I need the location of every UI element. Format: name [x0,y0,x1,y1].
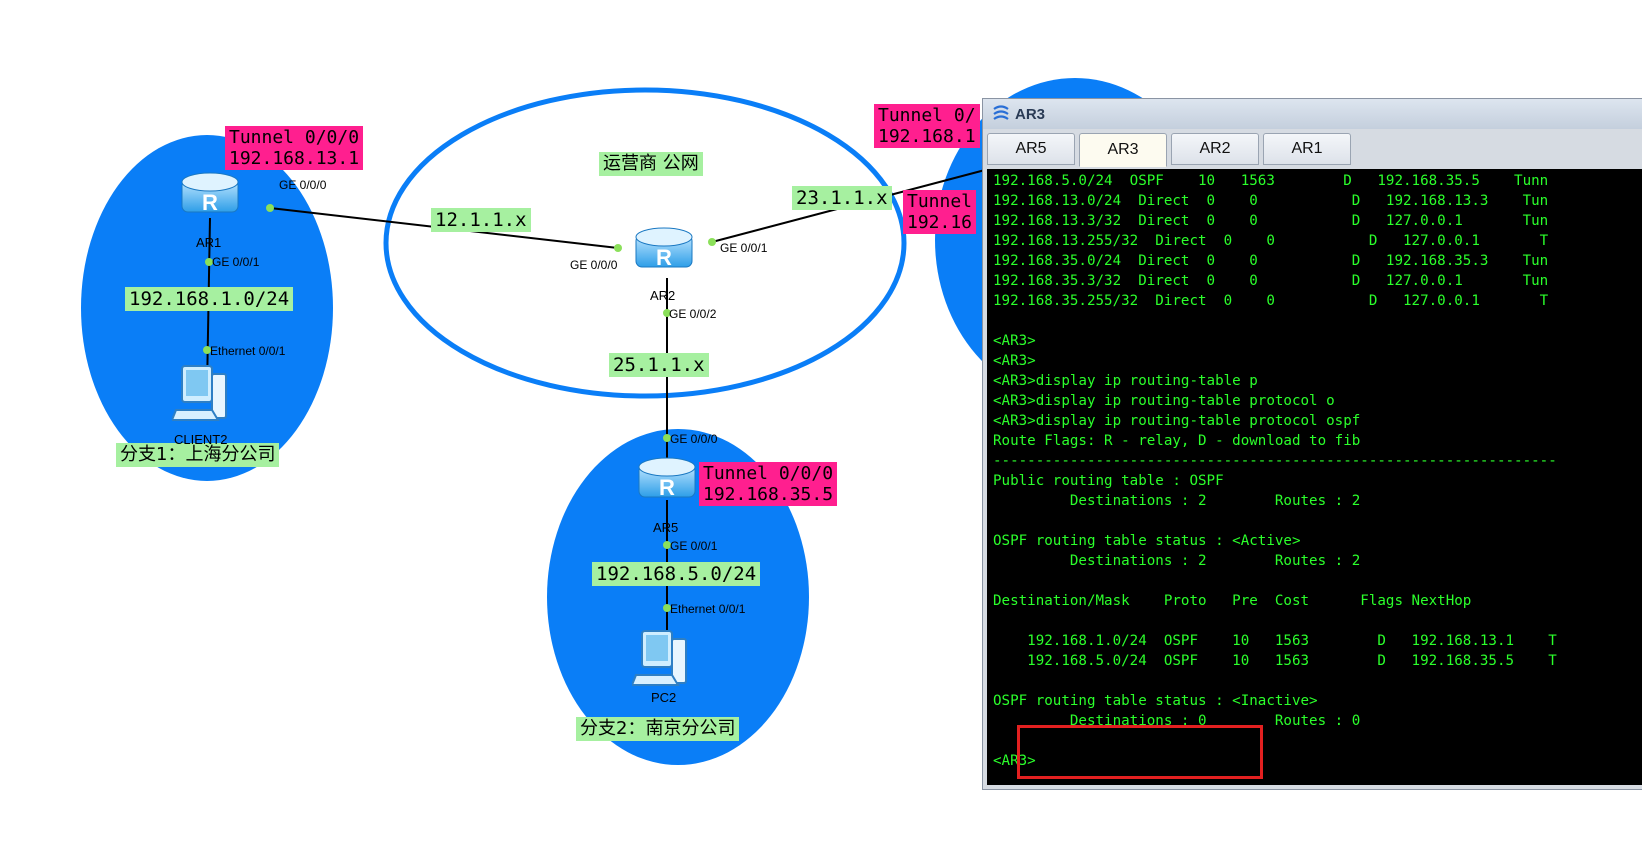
link-ar1-ar2-label: 12.1.1.x [431,208,531,232]
device-tab-bar: AR5 AR3 AR2 AR1 [987,133,1642,167]
ar5-name: AR5 [653,520,679,535]
window-title-bar[interactable]: AR3 [983,99,1642,129]
svg-text:R: R [659,475,675,500]
ar2-ge002-label: GE 0/0/2 [669,307,717,321]
router-ar5-icon[interactable]: R [637,455,697,505]
pc-pc2-icon[interactable] [632,625,692,695]
ar3-console-window[interactable]: AR3 AR5 AR3 AR2 AR1 192.168.5.0/24 OSPF … [982,98,1642,790]
client2-name: CLIENT2 [174,432,228,447]
isp-cloud-label: 运营商 公网 [599,152,703,176]
port-dots [203,204,716,612]
terminal-output[interactable]: 192.168.5.0/24 OSPF 10 1563 D 192.168.35… [987,169,1642,785]
tab-ar3[interactable]: AR3 [1079,133,1167,167]
client2-eth-label: Ethernet 0/0/1 [210,344,286,358]
router-ar1-icon[interactable]: R [180,170,240,220]
ospf-routes-highlight-box [1017,725,1263,779]
pc-client2-icon[interactable] [172,360,232,430]
ar1-lan-label: 192.168.1.0/24 [125,287,294,311]
ar5-ge000-label: GE 0/0/0 [670,432,718,446]
ar2-ge001-label: GE 0/0/1 [720,241,768,255]
ar5-ge001-label: GE 0/0/1 [670,539,718,553]
app-icon [993,105,1009,120]
branch2-label: 分支2：南京分公司 [576,717,740,741]
ar3-tunnel-label-b: Tunnel 192.16 [903,190,977,234]
tab-ar1[interactable]: AR1 [1263,133,1351,165]
ar5-lan-label: 192.168.5.0/24 [592,562,761,586]
ar1-ge001-label: GE 0/0/1 [212,255,260,269]
svg-text:R: R [656,245,672,270]
branch2-site-area [547,429,809,765]
link-ar2-ar5-label: 25.1.1.x [609,353,709,377]
ar3-tunnel-label-a: Tunnel 0/ 192.168.1 [874,104,980,148]
pc2-eth-label: Ethernet 0/0/1 [670,602,746,616]
router-ar2-icon[interactable]: R [634,225,694,275]
ar2-ge000-label: GE 0/0/0 [570,258,618,272]
tab-ar2[interactable]: AR2 [1171,133,1259,165]
window-title: AR3 [1015,105,1046,123]
link-ar2-ar3-label: 23.1.1.x [792,186,892,210]
tab-ar5[interactable]: AR5 [987,133,1075,165]
branch1-label: 分支1：上海分公司 [116,443,280,467]
pc2-name: PC2 [651,690,677,705]
ar1-tunnel-label: Tunnel 0/0/0 192.168.13.1 [225,126,364,170]
ar1-name: AR1 [196,235,222,250]
ar2-name: AR2 [650,288,676,303]
ar1-ge000-label: GE 0/0/0 [279,178,327,192]
ar5-tunnel-label: Tunnel 0/0/0 192.168.35.5 [699,462,838,506]
terminal-text: 192.168.5.0/24 OSPF 10 1563 D 192.168.35… [993,173,1557,769]
svg-text:R: R [202,190,218,215]
